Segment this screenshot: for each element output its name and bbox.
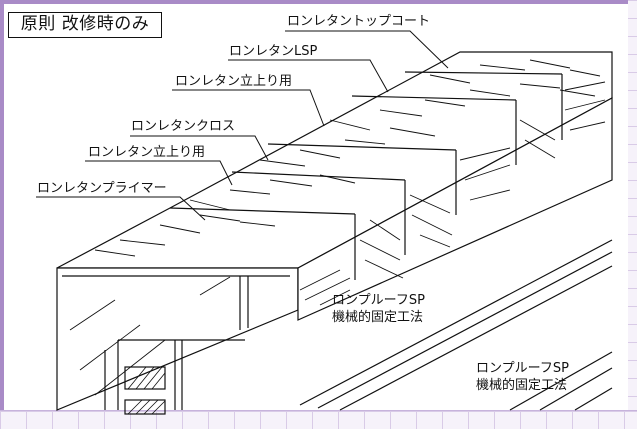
substrate-label-lower: ロンプルーフSP 機械的固定工法 — [476, 360, 569, 394]
substrate-label-upper-line2: 機械的固定工法 — [332, 310, 424, 325]
substrate-label-lower-line2: 機械的固定工法 — [476, 378, 568, 393]
substrate-label-lower-line1: ロンプルーフSP — [476, 361, 569, 376]
layer-line-5 — [231, 171, 406, 181]
hatched-block-2 — [124, 399, 166, 415]
layer-line-2 — [267, 143, 457, 151]
callout-upright-top: ロンレタン立上り用 — [174, 74, 294, 89]
callout-primer: ロンレタンプライマー — [36, 181, 168, 196]
callout-cross: ロンレタンクロス — [130, 119, 237, 134]
layer-line-1 — [169, 207, 356, 215]
grid-paper-right — [628, 0, 637, 428]
block-side-face — [297, 96, 613, 321]
callout-topcoat: ロンレタントップコート — [286, 14, 432, 29]
callout-upright-bottom: ロンレタン立上り用 — [87, 145, 207, 160]
callout-lsp: ロンレタンLSP — [228, 44, 319, 59]
block-front-face — [56, 267, 299, 411]
substrate-label-upper: ロンプルーフSP 機械的固定工法 — [332, 292, 425, 326]
layer-line-3 — [351, 95, 517, 101]
page-title: 原則 改修時のみ — [8, 12, 162, 38]
layer-line-4 — [404, 71, 563, 75]
hatched-block-1 — [124, 366, 166, 390]
grid-paper-bottom — [0, 410, 637, 429]
substrate-label-upper-line1: ロンプルーフSP — [332, 293, 425, 308]
